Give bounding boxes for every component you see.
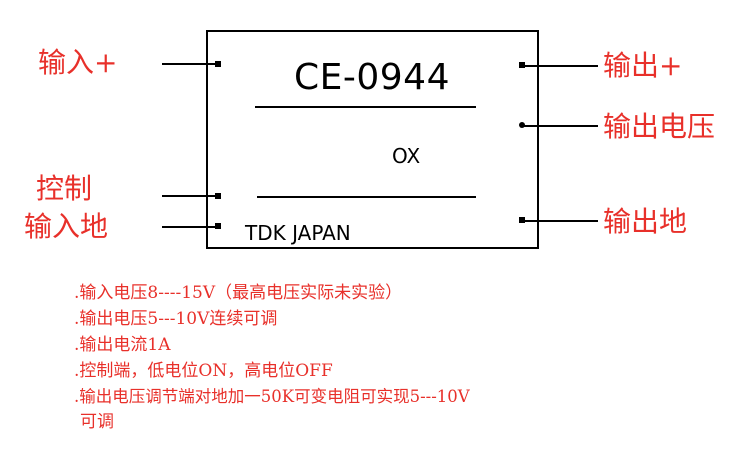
pin-control [215,193,221,199]
label-output-voltage: 输出电压 [603,110,716,143]
top-rule [255,106,476,108]
label-input-gnd: 输入地 [24,210,109,243]
leader-control [162,195,216,197]
note-control: .控制端，低电位ON，高电位OFF [74,361,333,381]
pin-input-gnd [215,223,221,229]
label-input-plus: 输入+ [38,46,118,79]
label-output-gnd: 输出地 [603,205,688,238]
note-output-current: .输出电流1A [74,335,171,355]
leader-output-gnd [524,220,598,222]
note-adjust-cont: 可调 [80,412,114,432]
leader-output-plus [524,65,598,67]
note-adjust: .输出电压调节端对地加一50K可变电阻可实现5---10V [74,387,470,406]
bottom-rule [257,196,476,198]
module-maker: TDK JAPAN [245,221,351,245]
pin-input-plus [215,61,221,67]
pin-output-voltage [519,122,525,128]
module-outline [206,30,539,249]
note-input-voltage: .输入电压8----15V（最高电压实际未实验） [74,283,403,303]
pin-output-gnd [519,217,525,223]
leader-input-plus [162,63,216,65]
module-marking: OX [392,144,421,168]
label-control: 控制 [36,172,93,205]
module-model: CE-0944 [294,57,450,98]
note-output-voltage: .输出电压5---10V连续可调 [74,309,278,329]
label-output-plus: 输出+ [603,49,683,82]
pin-output-plus [519,62,525,68]
leader-output-voltage [524,125,598,127]
leader-input-gnd [162,226,216,228]
